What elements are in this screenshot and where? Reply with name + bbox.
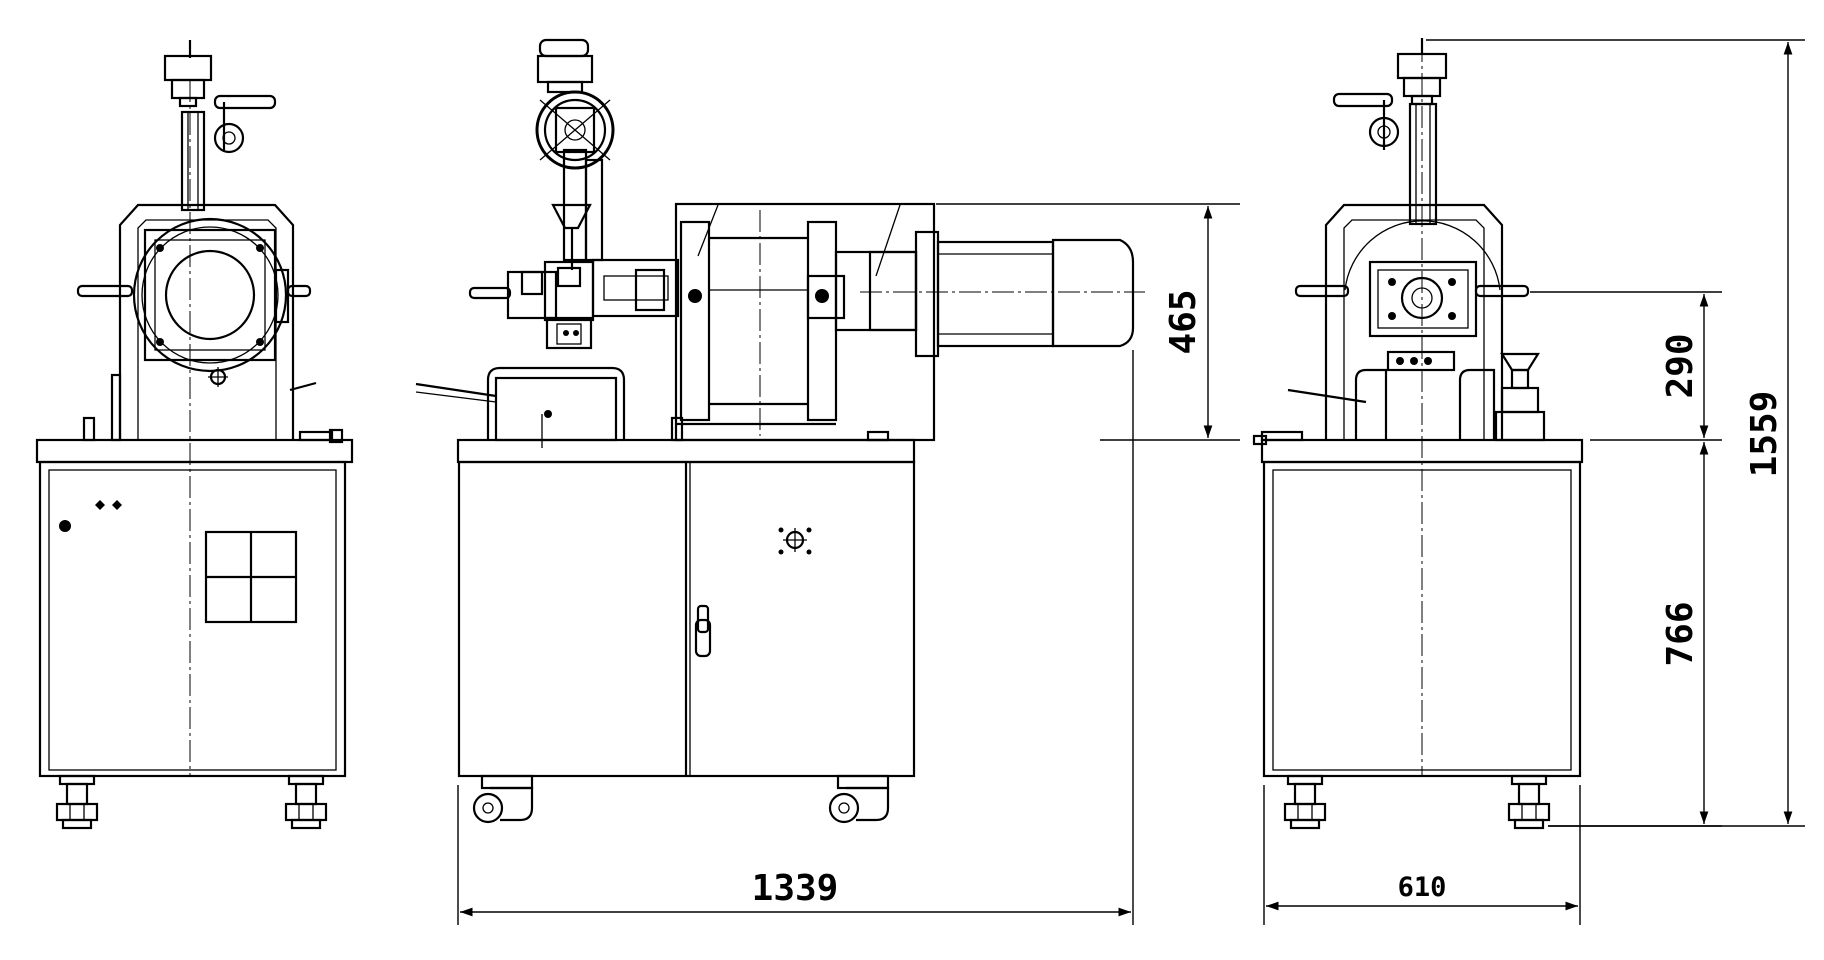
caster-side-right [828,774,890,824]
caster-rear-left [1283,774,1327,830]
side-view [415,38,1145,824]
dim-right-width: 610 [1398,872,1447,903]
dim-side-length: 1339 [752,868,839,909]
dim-cabinet-height: 766 [1660,601,1701,666]
dimension-lines [457,39,1805,925]
caster-front-right [284,774,328,830]
rear-view [1252,38,1584,830]
caster-front-left [55,774,99,830]
caster-rear-right [1507,774,1551,830]
dim-head-height: 465 [1163,289,1204,354]
front-view [35,40,354,830]
dim-total-height: 1559 [1744,391,1785,478]
caster-side-left [472,774,534,824]
dim-upper-height: 290 [1660,333,1701,398]
